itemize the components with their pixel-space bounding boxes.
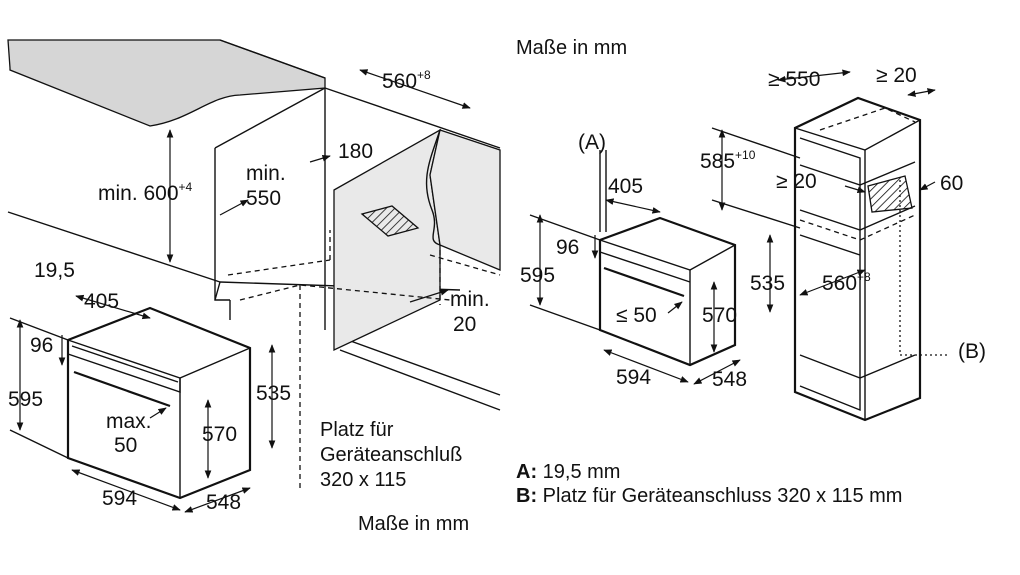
- dim-inner-height-left: 570: [202, 423, 237, 446]
- legend-a: A: 19,5 mm: [516, 461, 620, 483]
- dim-depth2-right: 548: [712, 368, 747, 391]
- dim-le50: ≤ 50: [616, 304, 657, 327]
- dim-inner-gap: ≥ 20: [776, 170, 817, 193]
- dim-back-gap: 60: [940, 172, 963, 195]
- oven-left: [66, 306, 252, 500]
- dim-front-height-right: 96: [556, 236, 579, 259]
- hidden-lines: [227, 230, 501, 490]
- dim-cabinet-depth: 560+8: [822, 270, 871, 295]
- dim-niche-depth-l2: 550: [246, 187, 281, 210]
- side-wall-panel: [333, 128, 501, 352]
- dim-body-height-left: 535: [256, 382, 291, 405]
- dimension-lines-right: [529, 69, 936, 385]
- oven-right: [598, 216, 737, 367]
- callout-b: (B): [958, 340, 986, 363]
- dim-width-right: 594: [616, 366, 651, 389]
- dim-total-height-left: 595: [8, 388, 43, 411]
- dim-niche-height: min. 600+4: [98, 180, 193, 205]
- connection-note-l3: 320 x 115: [320, 469, 406, 491]
- dim-cabinet-width: ≥ 550: [768, 68, 820, 91]
- dim-max-l1: max.: [106, 410, 152, 433]
- dim-width-left: 594: [102, 487, 137, 510]
- dim-gap-l1: min.: [450, 288, 490, 311]
- left-installation-drawing: 560+8 min. 600+4 min. 550 180 min. 20 19…: [7, 39, 501, 535]
- units-label-left: Maße in mm: [358, 513, 469, 535]
- left-labels: 560+8 min. 600+4 min. 550 180 min. 20 19…: [8, 68, 490, 535]
- dim-front-height-left: 96: [30, 334, 53, 357]
- dim-depth2-left: 548: [206, 491, 241, 514]
- legend: A: 19,5 mm B: Platz für Geräteanschluss …: [516, 461, 902, 507]
- callout-a: (A): [578, 131, 606, 154]
- connection-note-l2: Geräteanschluß: [320, 444, 462, 466]
- dim-depth-left: 560+8: [382, 68, 431, 93]
- dim-180: 180: [338, 140, 373, 163]
- dim-total-height-right: 595: [520, 264, 555, 287]
- countertop: [7, 39, 326, 127]
- units-label-right: Maße in mm: [516, 37, 627, 59]
- dim-gap-l2: 20: [453, 313, 476, 336]
- dim-side-gap: ≥ 20: [876, 64, 917, 87]
- dim-max-l2: 50: [114, 434, 137, 457]
- dimension-lines-left: [9, 69, 471, 513]
- tall-cabinet: [793, 96, 950, 422]
- right-labels: ≥ 550 ≥ 20 585+10 ≥ 20 60 560+8 (A) (B) …: [520, 64, 986, 391]
- dim-top-gap: 585+10: [700, 148, 756, 173]
- dim-front-width-left: 405: [84, 290, 119, 313]
- legend-b: B: Platz für Geräteanschluss 320 x 115 m…: [516, 485, 902, 507]
- dim-niche-depth-l1: min.: [246, 162, 286, 185]
- dim-body-height-right: 535: [750, 272, 785, 295]
- connection-note-l1: Platz für: [320, 419, 394, 441]
- dim-a-left: 19,5: [34, 259, 75, 282]
- dim-front-width-right: 405: [608, 175, 643, 198]
- dim-inner-height-right: 570: [702, 304, 737, 327]
- right-installation-drawing: Maße in mm: [516, 37, 986, 507]
